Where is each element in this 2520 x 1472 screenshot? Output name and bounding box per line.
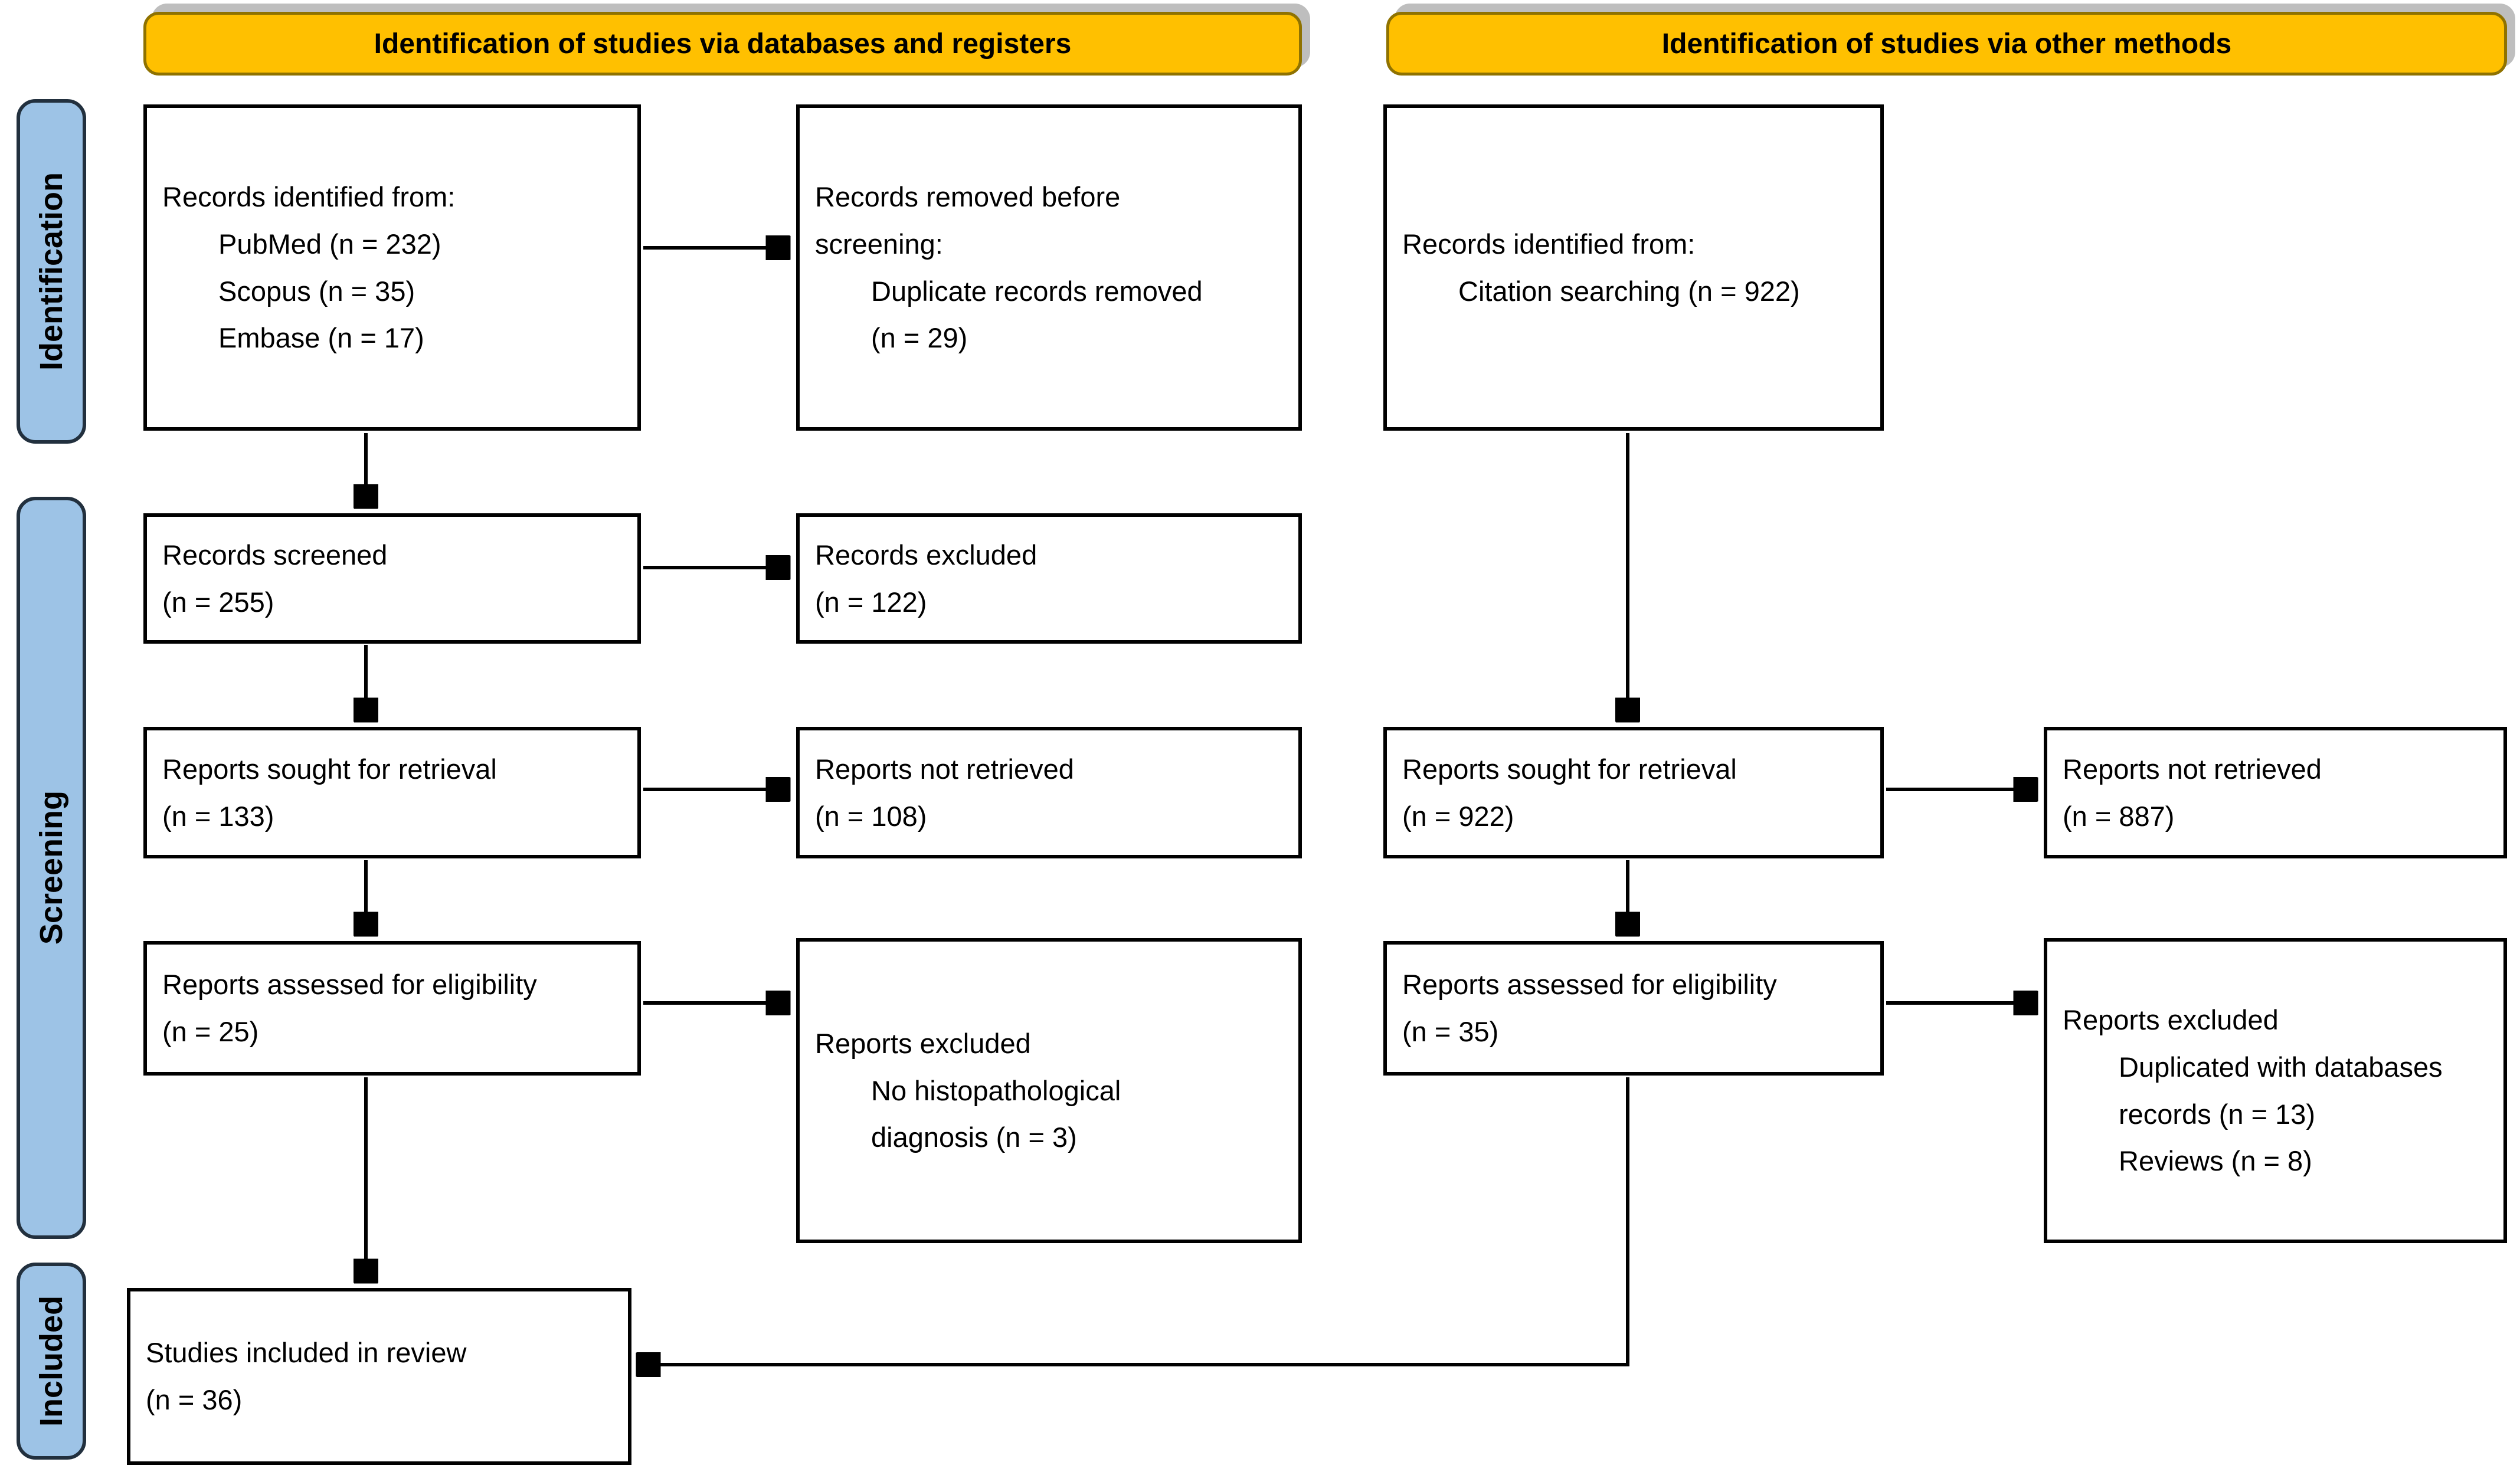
box-records-identified-other: Records identified from: Citation search… [1383, 104, 1884, 431]
box-reports-excluded-other: Reports excluded Duplicated with databas… [2044, 938, 2507, 1243]
stage-identification: Identification [17, 99, 86, 444]
box-text-line: Duplicate records removed [871, 275, 1203, 307]
stage-included: Included [17, 1263, 86, 1460]
banner-databases-registers: Identification of studies via databases … [143, 12, 1302, 76]
box-text-line: Records removed before [815, 181, 1121, 212]
box-text-line: Duplicated with databases [2119, 1051, 2443, 1083]
box-text-line: Reports excluded [2063, 1004, 2279, 1035]
box-text-line: diagnosis (n = 3) [871, 1122, 1077, 1153]
stage-screening-label: Screening [34, 791, 69, 945]
box-text-line: (n = 36) [146, 1384, 243, 1415]
box-text-line: (n = 922) [1402, 800, 1514, 832]
box-text-line: Embase (n = 17) [218, 322, 424, 354]
box-text-line: Reports not retrieved [2063, 753, 2322, 785]
box-text-line: (n = 133) [162, 800, 274, 832]
box-text-line: Scopus (n = 35) [218, 275, 415, 307]
box-text-line: Studies included in review [146, 1337, 467, 1369]
box-text-line: Reports assessed for eligibility [162, 969, 537, 1001]
box-text-line: (n = 108) [815, 800, 927, 832]
box-text-line: (n = 887) [2063, 800, 2175, 832]
banner-databases-label: Identification of studies via databases … [374, 28, 1072, 60]
box-text-line: Reviews (n = 8) [2119, 1145, 2312, 1177]
box-reports-sought-other: Reports sought for retrieval (n = 922) [1383, 727, 1884, 858]
box-reports-not-retrieved-other: Reports not retrieved (n = 887) [2044, 727, 2507, 858]
box-text-line: Records identified from: [162, 181, 456, 212]
box-text-line: records (n = 13) [2119, 1098, 2316, 1130]
banner-other-methods: Identification of studies via other meth… [1386, 12, 2507, 76]
box-text-line: Citation searching (n = 922) [1458, 275, 1800, 307]
box-text-line: (n = 29) [871, 322, 968, 354]
box-text-line: Records screened [162, 539, 388, 571]
box-text-line: Reports assessed for eligibility [1402, 969, 1777, 1001]
box-reports-not-retrieved-databases: Reports not retrieved (n = 108) [796, 727, 1302, 858]
box-text-line: (n = 35) [1402, 1016, 1499, 1047]
box-text-line: Records excluded [815, 539, 1038, 571]
box-text-line: (n = 255) [162, 586, 274, 618]
stage-identification-label: Identification [34, 172, 69, 371]
box-text-line: No histopathological [871, 1074, 1121, 1106]
box-text-line: Reports excluded [815, 1027, 1031, 1059]
box-text-line: screening: [815, 228, 943, 260]
banner-other-methods-label: Identification of studies via other meth… [1661, 28, 2232, 60]
box-text-line: Reports not retrieved [815, 753, 1074, 785]
box-text-line: (n = 25) [162, 1016, 259, 1047]
box-records-identified-databases: Records identified from: PubMed (n = 232… [143, 104, 641, 431]
box-records-excluded: Records excluded (n = 122) [796, 513, 1302, 644]
stage-included-label: Included [34, 1295, 69, 1427]
box-text-line: (n = 122) [815, 586, 927, 618]
box-text-line: PubMed (n = 232) [218, 228, 441, 260]
stage-screening: Screening [17, 497, 86, 1239]
box-records-screened: Records screened (n = 255) [143, 513, 641, 644]
box-text-line: Reports sought for retrieval [162, 753, 497, 785]
box-reports-assessed-databases: Reports assessed for eligibility (n = 25… [143, 941, 641, 1076]
box-reports-assessed-other: Reports assessed for eligibility (n = 35… [1383, 941, 1884, 1076]
box-records-removed-before-screening: Records removed before screening: Duplic… [796, 104, 1302, 431]
box-reports-sought-databases: Reports sought for retrieval (n = 133) [143, 727, 641, 858]
box-text-line: Records identified from: [1402, 228, 1696, 260]
box-reports-excluded-databases: Reports excluded No histopathological di… [796, 938, 1302, 1243]
box-text-line: Reports sought for retrieval [1402, 753, 1737, 785]
box-studies-included: Studies included in review (n = 36) [127, 1288, 631, 1465]
